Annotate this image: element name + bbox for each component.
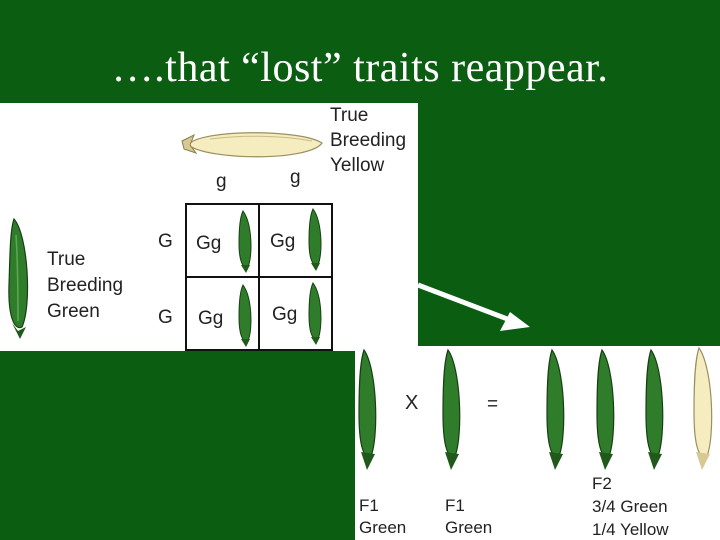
equals-symbol: = — [487, 394, 499, 415]
allele-yellow-1: g — [216, 171, 227, 192]
yellow-parent-label-line2: Breeding — [330, 130, 407, 151]
cross-symbol: X — [405, 392, 419, 414]
f2-label-line2: 3/4 Green — [592, 497, 668, 516]
green-pea-pod-icon — [442, 348, 461, 470]
green-parent-label-line1: True — [47, 249, 86, 270]
f1-left-label-line1: F1 — [359, 496, 379, 515]
green-pea-pod-icon — [358, 348, 377, 470]
green-pea-pod-icon — [238, 284, 252, 347]
green-pea-pod-icon — [308, 208, 322, 271]
f2-label-line1: F2 — [592, 474, 612, 493]
allele-green-2: G — [158, 307, 173, 328]
green-pea-pod-icon — [308, 282, 322, 345]
f1-right-label-line2: Green — [445, 518, 493, 537]
allele-yellow-2: g — [290, 167, 301, 188]
green-pea-pod-icon — [238, 210, 252, 273]
punnett-cell-4 — [258, 276, 333, 351]
yellow-pea-pod-icon — [181, 132, 323, 158]
green-parent-label-line2: Breeding — [47, 275, 124, 296]
f1-right-label-line1: F1 — [445, 496, 465, 515]
allele-green-1: G — [158, 231, 173, 252]
f2-label-line3: 1/4 Yellow — [592, 520, 669, 539]
green-pea-pod-icon — [8, 217, 29, 339]
punnett-panel: True Breeding Yellow g g True Breeding G… — [0, 103, 418, 351]
slide-title: ….that “lost” traits reappear. — [111, 45, 609, 91]
punnett-genotype-1: Gg — [196, 233, 222, 254]
green-parent-label-line3: Green — [47, 301, 100, 322]
yellow-parent-label-line1: True — [330, 105, 369, 126]
green-pea-pod-icon — [596, 348, 615, 470]
green-pea-pod-icon — [645, 348, 664, 470]
punnett-genotype-4: Gg — [272, 304, 298, 325]
yellow-pea-pod-icon — [693, 346, 713, 470]
yellow-parent-label-line3: Yellow — [330, 155, 385, 176]
f1-left-label-line2: Green — [359, 518, 407, 537]
punnett-genotype-2: Gg — [270, 231, 296, 252]
green-pea-pod-icon — [546, 348, 565, 470]
cross-panel: X = F1 Green F1 Green F2 3/4 Green 1/4 Y… — [355, 346, 720, 540]
punnett-genotype-3: Gg — [198, 308, 224, 329]
